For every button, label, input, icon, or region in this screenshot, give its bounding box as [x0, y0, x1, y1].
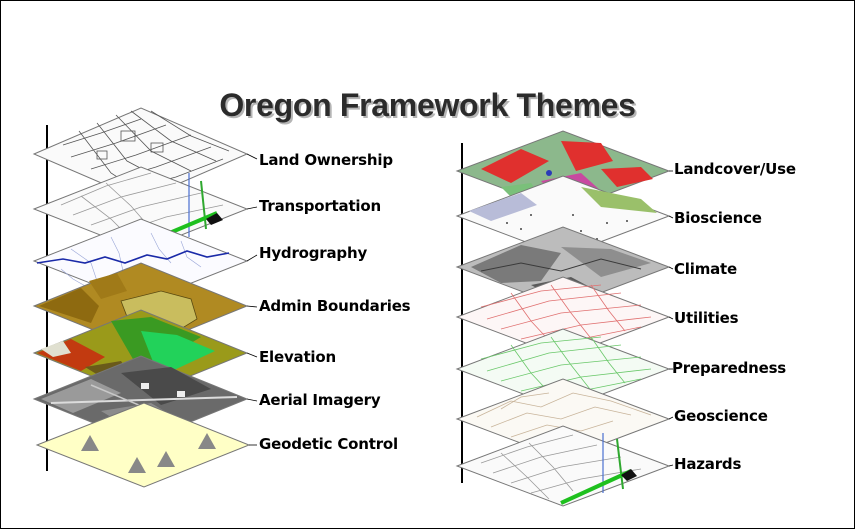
label-transportation: Transportation	[259, 197, 381, 215]
label-geoscience: Geoscience	[674, 407, 768, 425]
label-hazards: Hazards	[674, 455, 742, 473]
label-admin-boundaries: Admin Boundaries	[259, 297, 411, 315]
label-climate: Climate	[674, 260, 737, 278]
label-hydrography: Hydrography	[259, 244, 368, 262]
label-bioscience: Bioscience	[674, 209, 762, 227]
right-leader-lines	[668, 170, 674, 467]
slide-title: Oregon Framework Themes	[219, 87, 636, 123]
left-leader-lines	[246, 153, 258, 446]
label-elevation: Elevation	[259, 348, 336, 366]
layer-hazards	[455, 425, 671, 507]
label-aerial-imagery: Aerial Imagery	[259, 391, 381, 409]
label-landcover-use: Landcover/Use	[674, 160, 796, 178]
layer-bioscience	[455, 175, 671, 257]
label-geodetic-control: Geodetic Control	[259, 435, 398, 453]
label-preparedness: Preparedness	[672, 359, 787, 377]
label-utilities: Utilities	[674, 309, 739, 327]
layer-admin-boundaries	[32, 262, 249, 350]
layer-geodetic-control	[35, 402, 251, 488]
layer-land-ownership	[32, 107, 249, 201]
label-land-ownership: Land Ownership	[259, 151, 393, 169]
